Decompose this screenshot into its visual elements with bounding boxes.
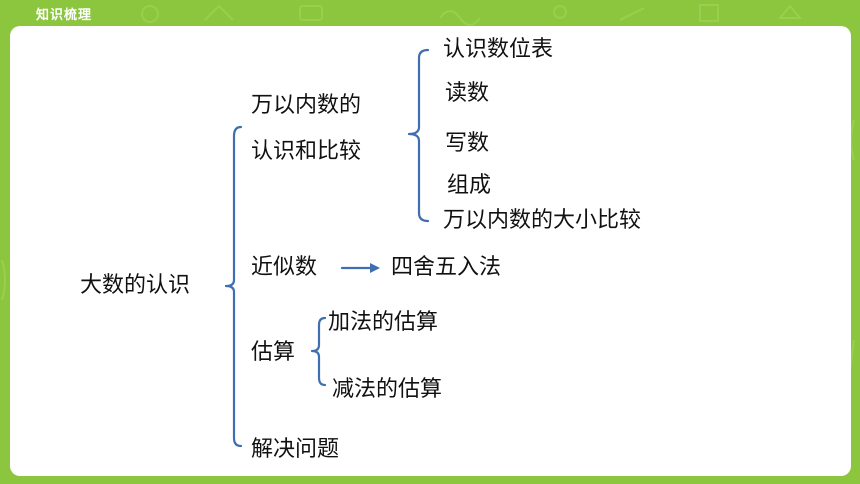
branch1-child-place-value-table: 认识数位表	[443, 37, 554, 62]
branch1-child-writing: 写数	[445, 131, 490, 156]
content-card	[10, 26, 851, 476]
branch3-label: 估算	[251, 340, 296, 365]
branch1-label-line1: 万以内数的	[251, 93, 362, 118]
branch1-child-reading: 读数	[445, 81, 490, 106]
page-title: 知识梳理	[36, 8, 93, 23]
branch3-child-subtraction: 减法的估算	[332, 377, 443, 402]
branch1-label-line2: 认识和比较	[251, 139, 362, 164]
branch3-child-addition: 加法的估算	[328, 310, 439, 335]
branch1-child-composition: 组成	[447, 173, 492, 198]
branch2-label: 近似数	[251, 255, 318, 280]
branch4-label: 解决问题	[251, 437, 340, 462]
branch2-arrow-target: 四舍五入法	[391, 255, 502, 280]
root-node: 大数的认识	[80, 273, 191, 298]
branch1-child-comparison: 万以内数的大小比较	[443, 208, 642, 233]
